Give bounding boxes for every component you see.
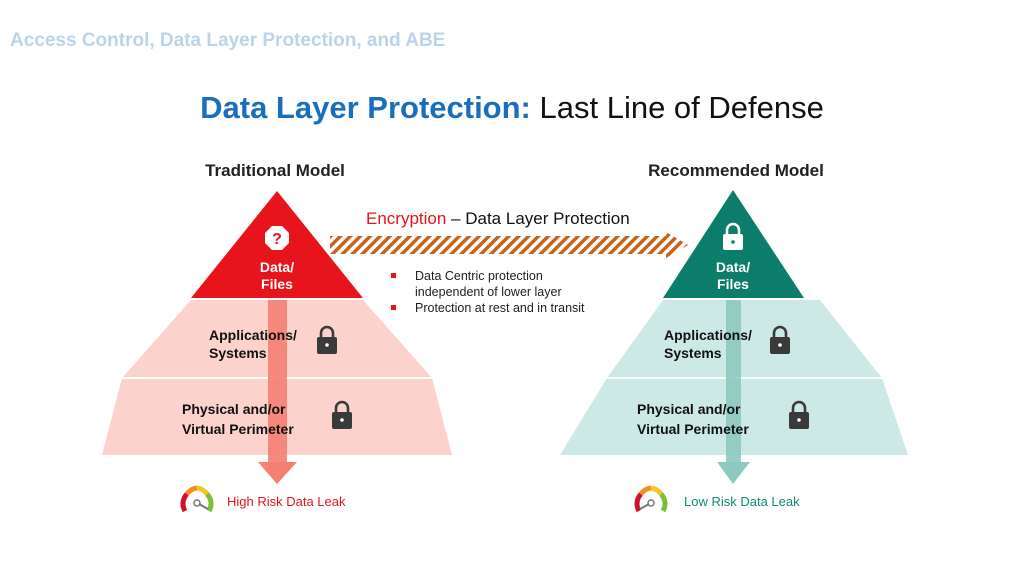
lock-icon [723,222,743,250]
warning-question-icon: ? [265,226,289,250]
recommended-leak-arrow-head [717,462,750,484]
recommended-leak-arrow-shaft [726,300,741,462]
traditional-leak-arrow-shaft [268,300,287,462]
list-item: Protection at rest and in transit [389,300,585,316]
traditional-model-title: Traditional Model [205,161,345,180]
risk-gauge-icon [634,485,668,513]
recommended-data-label: Data/Files [715,259,751,292]
low-risk-label: Low Risk Data Leak [684,494,800,509]
section-title: Access Control, Data Layer Protection, a… [10,30,446,51]
traditional-apps-label: Applications/Systems [209,327,297,361]
encryption-arrow [330,232,688,258]
title-emphasis: Data Layer Protection: [200,90,531,125]
bullet-square [391,305,396,310]
traditional-data-label: Data/Files [259,259,295,292]
lock-icon [317,325,337,354]
encryption-title: Encryption – Data Layer Protection [366,209,630,229]
page-title: Data Layer Protection: Last Line of Defe… [0,90,1024,126]
lock-icon [789,400,809,429]
encryption-rest: – Data Layer Protection [446,209,630,228]
traditional-leak-arrow-head [258,462,297,484]
risk-gauge-icon [180,485,214,513]
list-item: Data Centric protection independent of l… [389,268,585,300]
recommended-model-title: Recommended Model [648,161,824,180]
svg-text:?: ? [272,231,282,248]
traditional-pyramid: ? [102,191,452,513]
recommended-pyramid [560,190,908,513]
title-rest: Last Line of Defense [530,90,824,125]
encryption-bullets: Data Centric protection independent of l… [389,268,585,316]
bullet-square [391,273,396,278]
recommended-apps-label: Applications/Systems [664,327,752,361]
encryption-keyword: Encryption [366,209,447,228]
high-risk-label: High Risk Data Leak [227,494,346,509]
lock-icon [770,325,790,354]
recommended-apps-layer [607,300,882,378]
lock-icon [332,400,352,429]
